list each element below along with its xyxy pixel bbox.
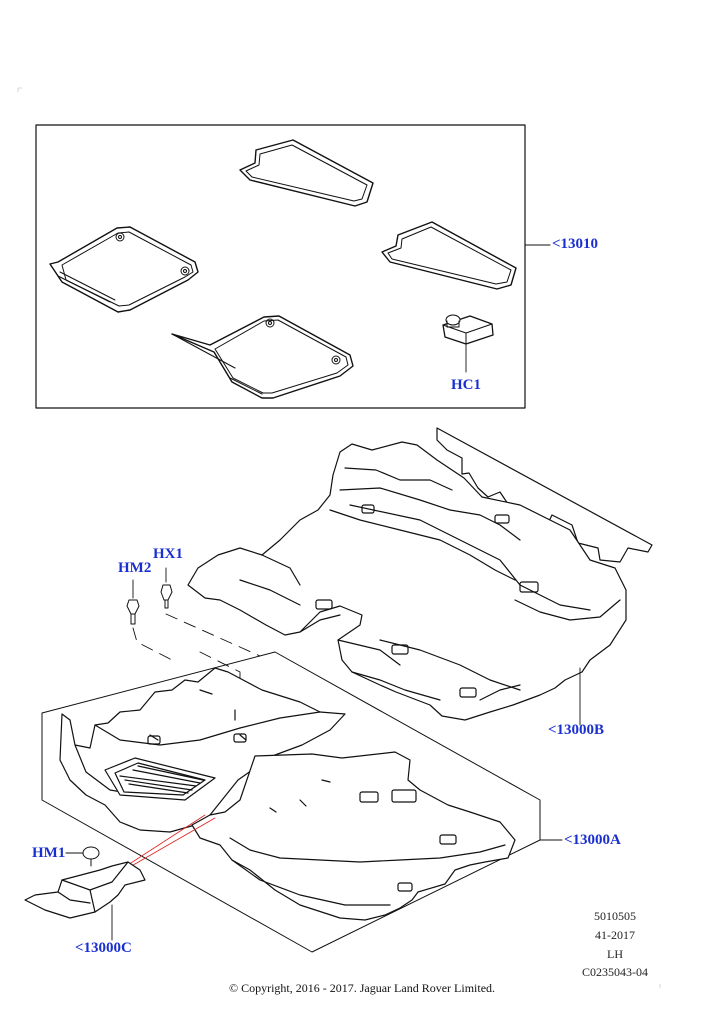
callout-13000c[interactable]: <13000C (75, 940, 132, 956)
copyright-notice: © Copyright, 2016 - 2017. Jaguar Land Ro… (228, 981, 496, 995)
floor-mat-rear-left (382, 222, 516, 289)
floor-mat-set-frame (36, 125, 525, 408)
callout-hc1[interactable]: HC1 (451, 377, 481, 393)
callout-13000a[interactable]: <13000A (564, 832, 621, 848)
callout-hm2[interactable]: HM2 (118, 560, 152, 576)
callout-13000b[interactable]: <13000B (548, 722, 605, 738)
callout-hx1[interactable]: HX1 (153, 546, 183, 562)
front-carpet-right (192, 752, 515, 920)
info-line-1: 5010505 (594, 909, 636, 923)
fastener-hm2 (127, 580, 139, 624)
floor-mat-front-right (172, 316, 353, 398)
info-line-2: 41-2017 (595, 928, 635, 942)
info-line-3: LH (607, 947, 623, 961)
mat-retaining-clip (443, 315, 493, 344)
callout-13010[interactable]: <13010 (552, 236, 599, 252)
front-carpet-left (60, 668, 345, 832)
rear-floor-carpet (188, 428, 652, 720)
fastener-hx1 (161, 568, 172, 608)
fastener-hm1 (66, 847, 99, 866)
floor-mat-front-left (50, 227, 198, 312)
info-line-4: C0235043-04 (582, 965, 648, 979)
registration-mark-tl (18, 88, 22, 92)
footrest-red-leaders (120, 815, 215, 870)
callout-hm1[interactable]: HM1 (32, 845, 66, 861)
fastener-dashed-leaders (133, 614, 260, 720)
floor-mat-rear-right (240, 140, 373, 206)
footrest-panel (25, 862, 145, 918)
